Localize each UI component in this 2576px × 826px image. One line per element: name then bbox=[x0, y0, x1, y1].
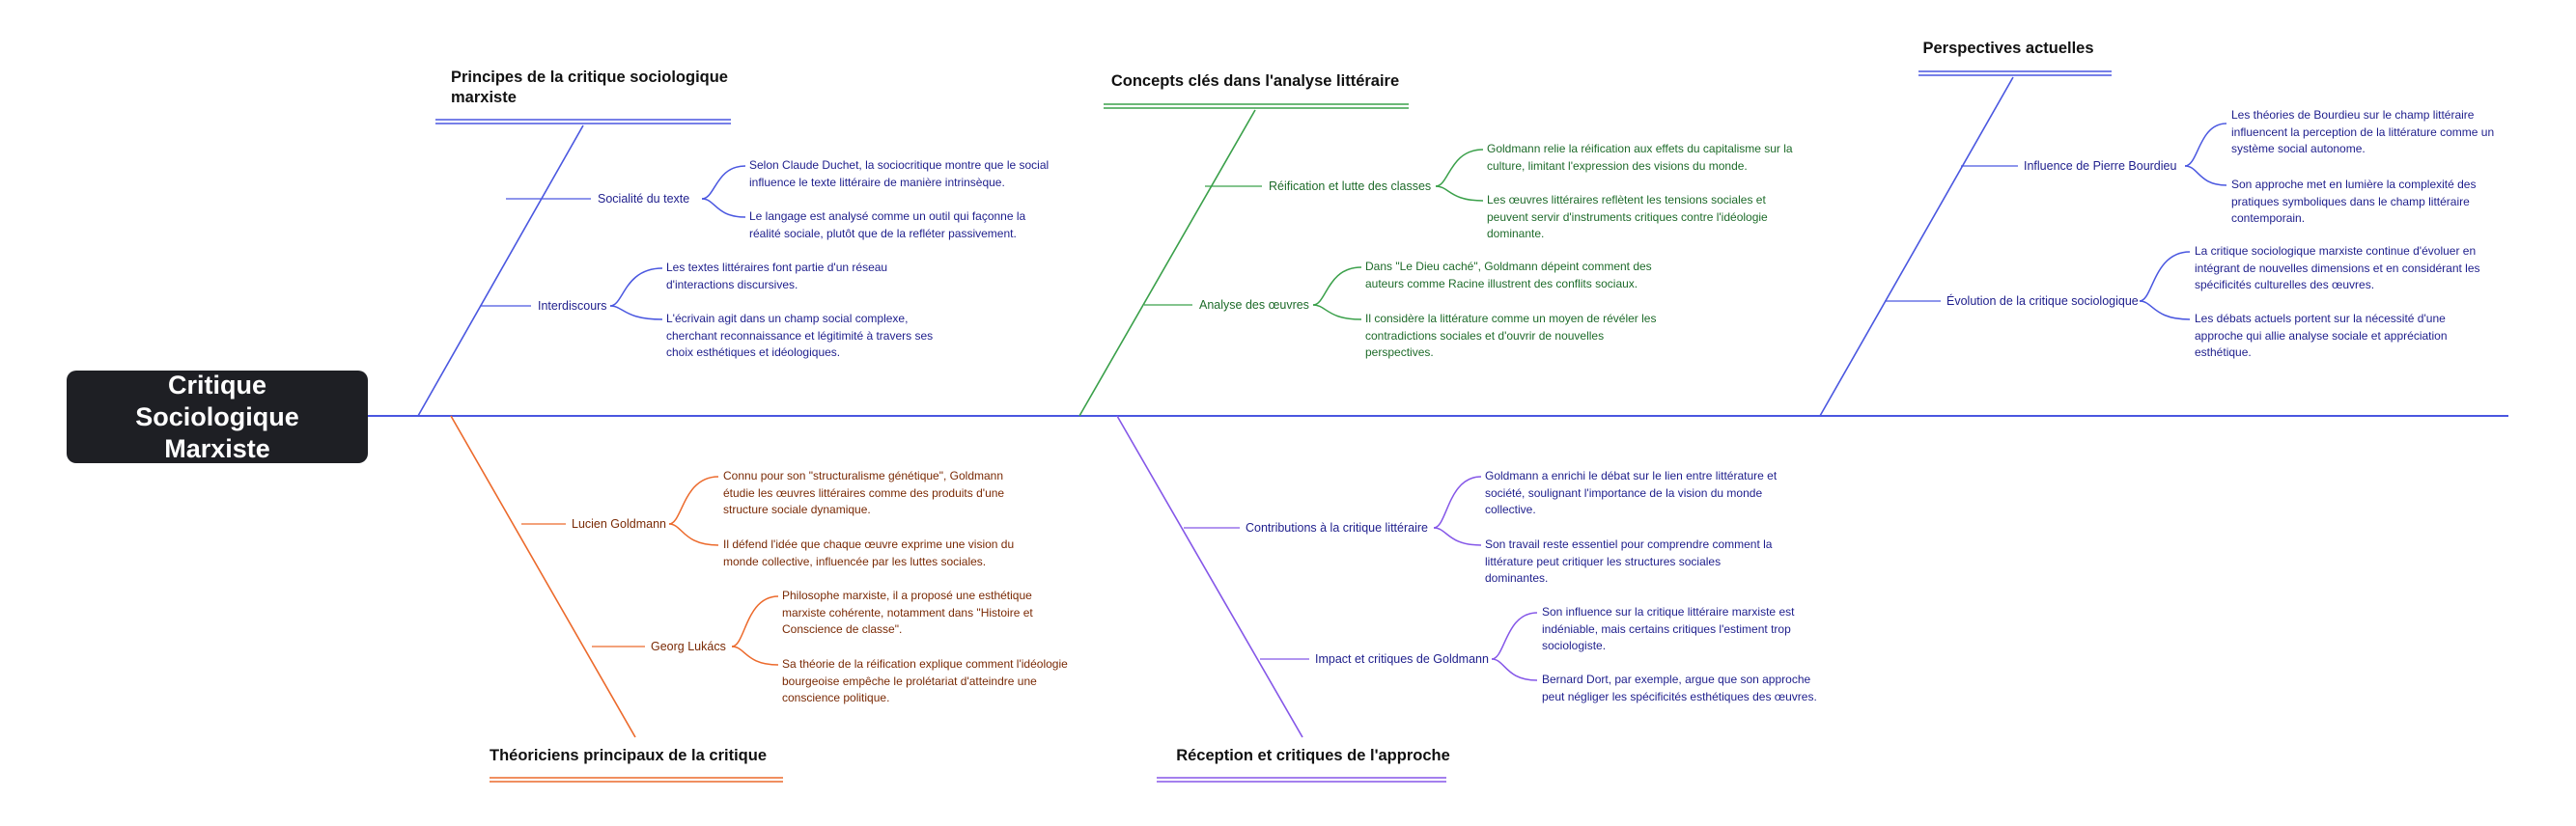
branch-label-lukacs[interactable]: Georg Lukács bbox=[651, 640, 726, 653]
category-title-theoriciens[interactable]: Théoriciens principaux de la critique bbox=[490, 747, 767, 764]
category-title-principes[interactable]: Principes de la critique sociologique ma… bbox=[451, 69, 728, 106]
branch-label-analyse[interactable]: Analyse des œuvres bbox=[1199, 298, 1309, 312]
root-title: Critique Sociologique Marxiste bbox=[135, 370, 299, 463]
leaf-text: Les œuvres littéraires reflètent les ten… bbox=[1487, 193, 1768, 240]
connector-curve bbox=[731, 646, 779, 666]
connector-curve bbox=[668, 523, 719, 546]
connector-curve bbox=[1435, 149, 1484, 187]
connector-curve bbox=[701, 165, 746, 200]
leaf-text: La critique sociologique marxiste contin… bbox=[2195, 244, 2480, 291]
root-node[interactable]: Critique Sociologique Marxiste bbox=[67, 371, 368, 463]
connector-curve bbox=[2139, 251, 2191, 302]
leaf-text: Les théories de Bourdieu sur le champ li… bbox=[2231, 108, 2495, 155]
connector-curve bbox=[1312, 304, 1362, 320]
branch-label-goldmann[interactable]: Lucien Goldmann bbox=[572, 517, 666, 531]
connector-curve bbox=[1312, 266, 1362, 306]
leaf-text: Connu pour son "structuralisme génétique… bbox=[723, 469, 1005, 516]
connector-curve bbox=[2184, 123, 2227, 167]
branch-label-socialite[interactable]: Socialité du texte bbox=[598, 192, 690, 206]
branch-label-contributions[interactable]: Contributions à la critique littéraire bbox=[1246, 521, 1428, 535]
connector-curve bbox=[2184, 165, 2227, 186]
connector-curve bbox=[1435, 185, 1484, 202]
connector-curve bbox=[1491, 658, 1538, 681]
category-title-perspectives[interactable]: Perspectives actuelles bbox=[1922, 40, 2094, 57]
connector-curve bbox=[1433, 527, 1482, 546]
leaf-text: Son influence sur la critique littéraire… bbox=[1542, 605, 1795, 652]
connector-curve bbox=[1433, 476, 1482, 529]
leaf-text: Bernard Dort, par exemple, argue que son… bbox=[1542, 673, 1817, 703]
connector-curve bbox=[701, 198, 746, 218]
connector-curve bbox=[609, 267, 663, 307]
leaf-text: Dans "Le Dieu caché", Goldmann dépeint c… bbox=[1365, 260, 1652, 290]
category-title-concepts[interactable]: Concepts clés dans l'analyse littéraire bbox=[1110, 72, 1400, 90]
leaf-text: Philosophe marxiste, il a proposé une es… bbox=[782, 589, 1033, 636]
connector-curve bbox=[1491, 612, 1538, 660]
connector-line bbox=[1116, 415, 1303, 738]
connector-line bbox=[417, 124, 584, 417]
leaf-text: Il considère la littérature comme un moy… bbox=[1365, 312, 1657, 359]
leaf-text: Son travail reste essentiel pour compren… bbox=[1485, 537, 1773, 585]
category-title-reception[interactable]: Réception et critiques de l'approche bbox=[1176, 747, 1450, 764]
leaf-text: Il défend l'idée que chaque œuvre exprim… bbox=[723, 537, 1015, 568]
leaf-text: Sa théorie de la réification explique co… bbox=[782, 657, 1068, 704]
connector-line bbox=[1078, 109, 1256, 417]
connector-curve bbox=[609, 305, 663, 320]
branch-label-reification[interactable]: Réification et lutte des classes bbox=[1269, 179, 1432, 193]
connector-line bbox=[450, 415, 636, 738]
leaf-text: Le langage est analysé comme un outil qu… bbox=[749, 209, 1026, 240]
connector-curve bbox=[2139, 300, 2191, 320]
branch-label-impact[interactable]: Impact et critiques de Goldmann bbox=[1315, 652, 1489, 666]
leaf-text: Les débats actuels portent sur la nécess… bbox=[2195, 312, 2448, 359]
leaf-text: Goldmann a enrichi le débat sur le lien … bbox=[1485, 469, 1778, 516]
leaf-text: Les textes littéraires font partie d'un … bbox=[666, 261, 888, 291]
leaf-text: Son approche met en lumière la complexit… bbox=[2231, 178, 2477, 225]
branch-label-interdiscours[interactable]: Interdiscours bbox=[538, 299, 607, 313]
branch-label-evolution[interactable]: Évolution de la critique sociologique bbox=[1946, 294, 2139, 308]
branch-label-bourdieu[interactable]: Influence de Pierre Bourdieu bbox=[2024, 159, 2177, 173]
connector-curve bbox=[668, 476, 719, 525]
leaf-text: Goldmann relie la réification aux effets… bbox=[1487, 142, 1793, 173]
leaf-text: L'écrivain agit dans un champ social com… bbox=[666, 312, 934, 359]
leaf-text: Selon Claude Duchet, la sociocritique mo… bbox=[749, 158, 1050, 189]
connector-curve bbox=[731, 595, 779, 647]
connector-line bbox=[1819, 76, 2014, 417]
